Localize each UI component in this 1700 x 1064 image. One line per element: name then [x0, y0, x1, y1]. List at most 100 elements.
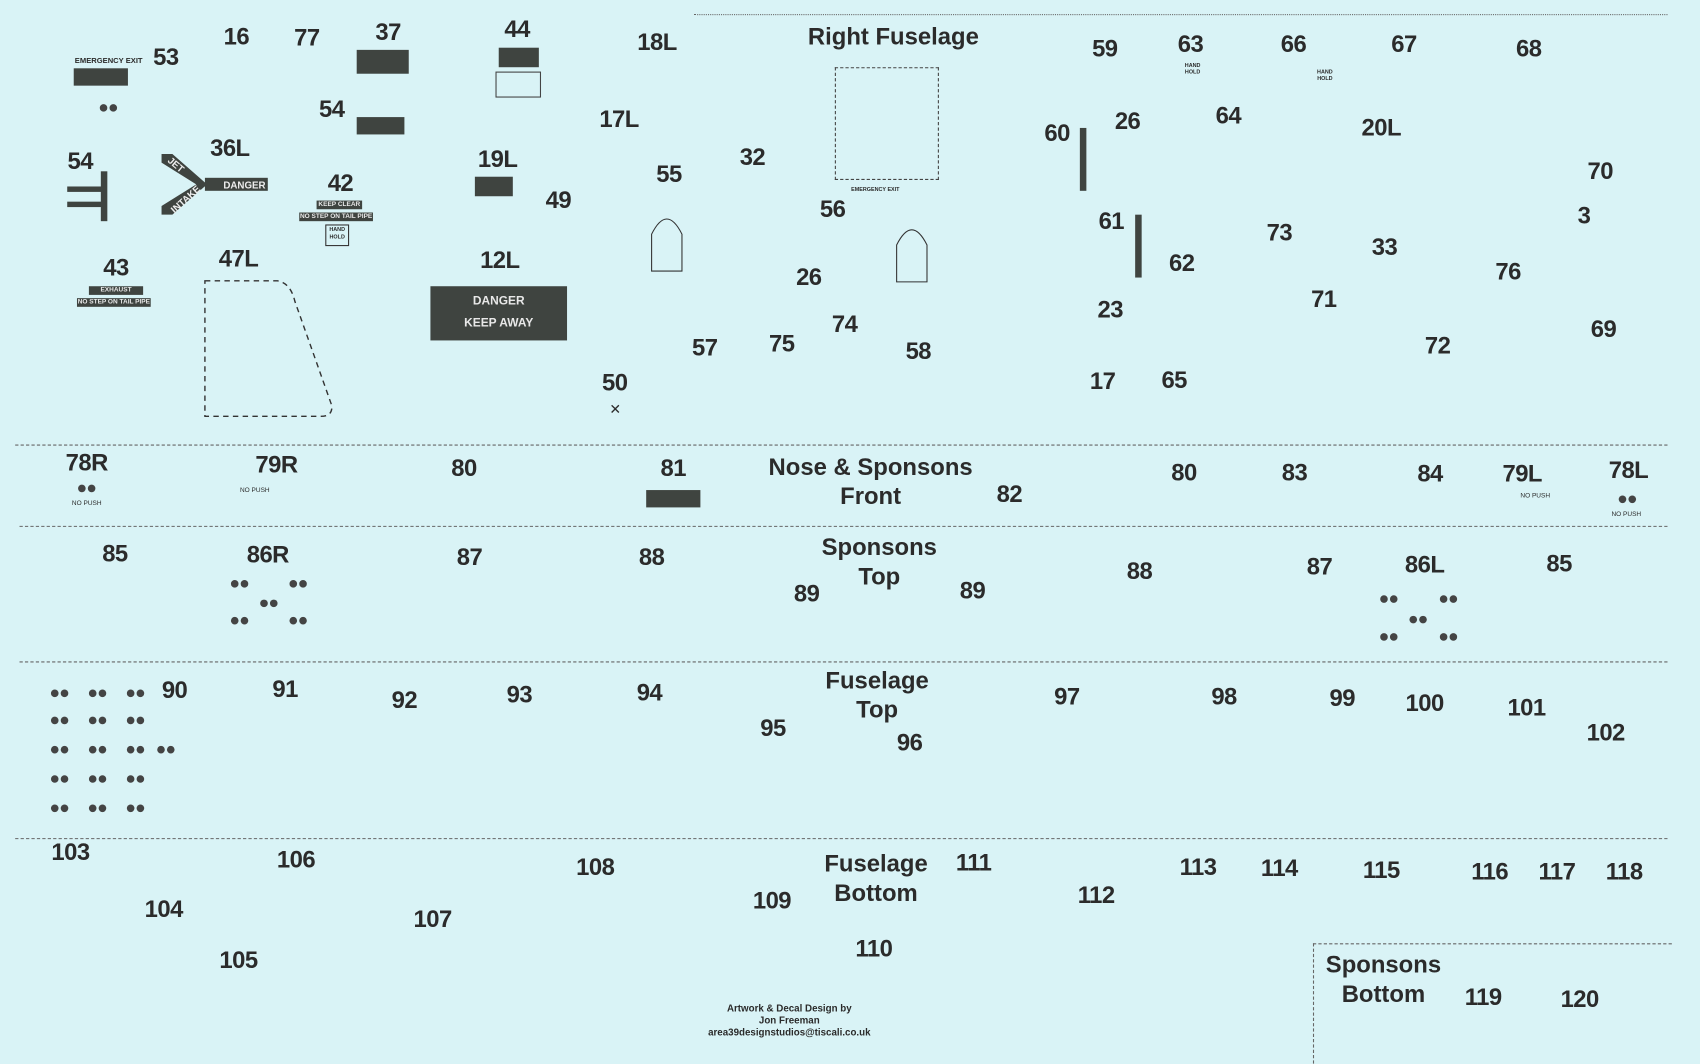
credit-author: Jon Freeman	[758, 1014, 820, 1026]
decal-number: 33	[1371, 233, 1398, 261]
wheel-chock-icon	[50, 716, 69, 726]
decal-number: 49	[545, 186, 572, 214]
title-line: Sponsons	[1325, 950, 1442, 978]
hand-hold-66: HAND HOLD	[1317, 69, 1333, 83]
wheel-chock-icon	[1618, 495, 1637, 504]
decal-number: 71	[1311, 285, 1337, 313]
title-line: Bottom	[834, 879, 918, 907]
decal-number: 43	[103, 253, 129, 281]
decal-number: 62	[1169, 249, 1195, 277]
canopy-outline	[651, 218, 683, 272]
wheel-chock-icon	[1439, 595, 1458, 604]
title-line: Bottom	[1341, 980, 1426, 1008]
decal-number: 120	[1560, 985, 1600, 1013]
title-line: Nose & Sponsons	[768, 453, 973, 481]
decal-number: 20L	[1361, 113, 1402, 141]
keep-clear-placard: KEEP CLEAR	[316, 200, 363, 210]
decal-54-bar	[67, 186, 107, 192]
decal-50-cross: ✕	[609, 401, 622, 418]
decal-number: 90	[161, 676, 188, 704]
no-step-tail-pipe-placard: NO STEP ON TAIL PIPE	[299, 212, 373, 222]
credit-line: Artwork & Decal Design by	[726, 1002, 852, 1014]
no-push-label: NO PUSH	[1611, 511, 1642, 519]
decal-number: 109	[752, 886, 792, 914]
decal-number: 84	[1417, 459, 1443, 487]
credit-block: Artwork & Decal Design by Jon Freeman ar…	[708, 1003, 870, 1039]
decal-number: 79L	[1502, 459, 1542, 487]
wheel-chock-icon	[50, 775, 69, 784]
decal-number: 82	[996, 480, 1023, 508]
decal-number: 77	[294, 23, 320, 51]
decal-number: 70	[1587, 157, 1614, 185]
decal-number: 36L	[210, 134, 250, 162]
wheel-chock-icon	[1439, 633, 1458, 642]
decal-number: 53	[153, 43, 179, 71]
section-title-right-fuselage: Right Fuselage	[807, 22, 979, 50]
decal-60-bar	[1079, 127, 1087, 191]
no-push-label: NO PUSH	[71, 500, 102, 508]
decal-number: 93	[506, 680, 533, 708]
decal-number: 58	[905, 337, 932, 365]
title-line: Fuselage	[825, 666, 929, 694]
decal-number: 98	[1211, 683, 1237, 711]
wheel-chock-icon	[289, 580, 307, 589]
decal-number: 108	[576, 853, 615, 881]
decal-19l-placard	[474, 176, 513, 197]
decal-number: 87	[1306, 552, 1333, 581]
section-divider	[15, 444, 1668, 446]
no-push-label: NO PUSH	[1520, 493, 1551, 500]
danger-text: DANGER	[472, 294, 525, 308]
decal-number: 68	[1515, 34, 1542, 62]
decal-number: 23	[1097, 295, 1123, 324]
decal-number: 74	[831, 310, 858, 338]
wheel-chock-icon	[88, 716, 107, 726]
no-push-label: NO PUSH	[239, 487, 270, 495]
decal-number: 83	[1281, 458, 1308, 486]
decal-number: 81	[660, 454, 687, 482]
decal-number: 63	[1177, 30, 1204, 58]
wheel-chock-icon	[260, 599, 278, 609]
decal-number: 78L	[1608, 456, 1649, 484]
wheel-chock-icon	[1380, 633, 1398, 642]
decal-number: 112	[1077, 881, 1115, 909]
wheel-chock-icon	[88, 745, 107, 755]
danger-keep-away-placard: DANGER KEEP AWAY	[430, 286, 568, 341]
decal-number: 94	[636, 678, 663, 706]
keep-away-text: KEEP AWAY	[464, 316, 534, 330]
decal-54-bar	[100, 171, 108, 222]
decal-number: 95	[760, 714, 786, 742]
decal-number: 88	[638, 543, 665, 571]
decal-number: 44	[504, 15, 530, 43]
decal-number: 113	[1179, 853, 1217, 881]
decal-number: 79R	[255, 451, 298, 479]
decal-number: 47L	[218, 245, 259, 273]
title-line: Front	[840, 482, 902, 510]
decal-number: 19L	[477, 145, 518, 173]
section-divider	[19, 661, 1668, 663]
wheel-chock-icon	[126, 716, 145, 726]
decal-number: 114	[1260, 854, 1298, 882]
decal-number: 80	[451, 454, 477, 482]
decal-number: 89	[793, 580, 820, 608]
wheel-chock-icon	[230, 616, 249, 626]
decal-number: 75	[768, 329, 795, 357]
decal-number: 54	[67, 147, 93, 175]
decal-number: 107	[413, 905, 453, 933]
title-line: Fuselage	[824, 850, 928, 878]
jet-intake-danger-decal: JET INTAKE DANGER	[161, 153, 268, 216]
top-border	[693, 14, 1668, 16]
title-line: Top	[858, 562, 901, 590]
decal-number: 100	[1405, 689, 1445, 717]
exhaust-placard: EXHAUST	[88, 286, 144, 295]
wheel-chock-icon	[126, 689, 145, 699]
decal-number: 101	[1507, 693, 1546, 721]
decal-number: 26	[1114, 107, 1141, 135]
decal-number: 116	[1471, 857, 1509, 885]
wheel-chock-icon	[126, 745, 145, 755]
wheel-chock-icon	[1409, 615, 1427, 625]
decal-number: 61	[1098, 207, 1125, 235]
canopy-outline	[896, 229, 928, 283]
